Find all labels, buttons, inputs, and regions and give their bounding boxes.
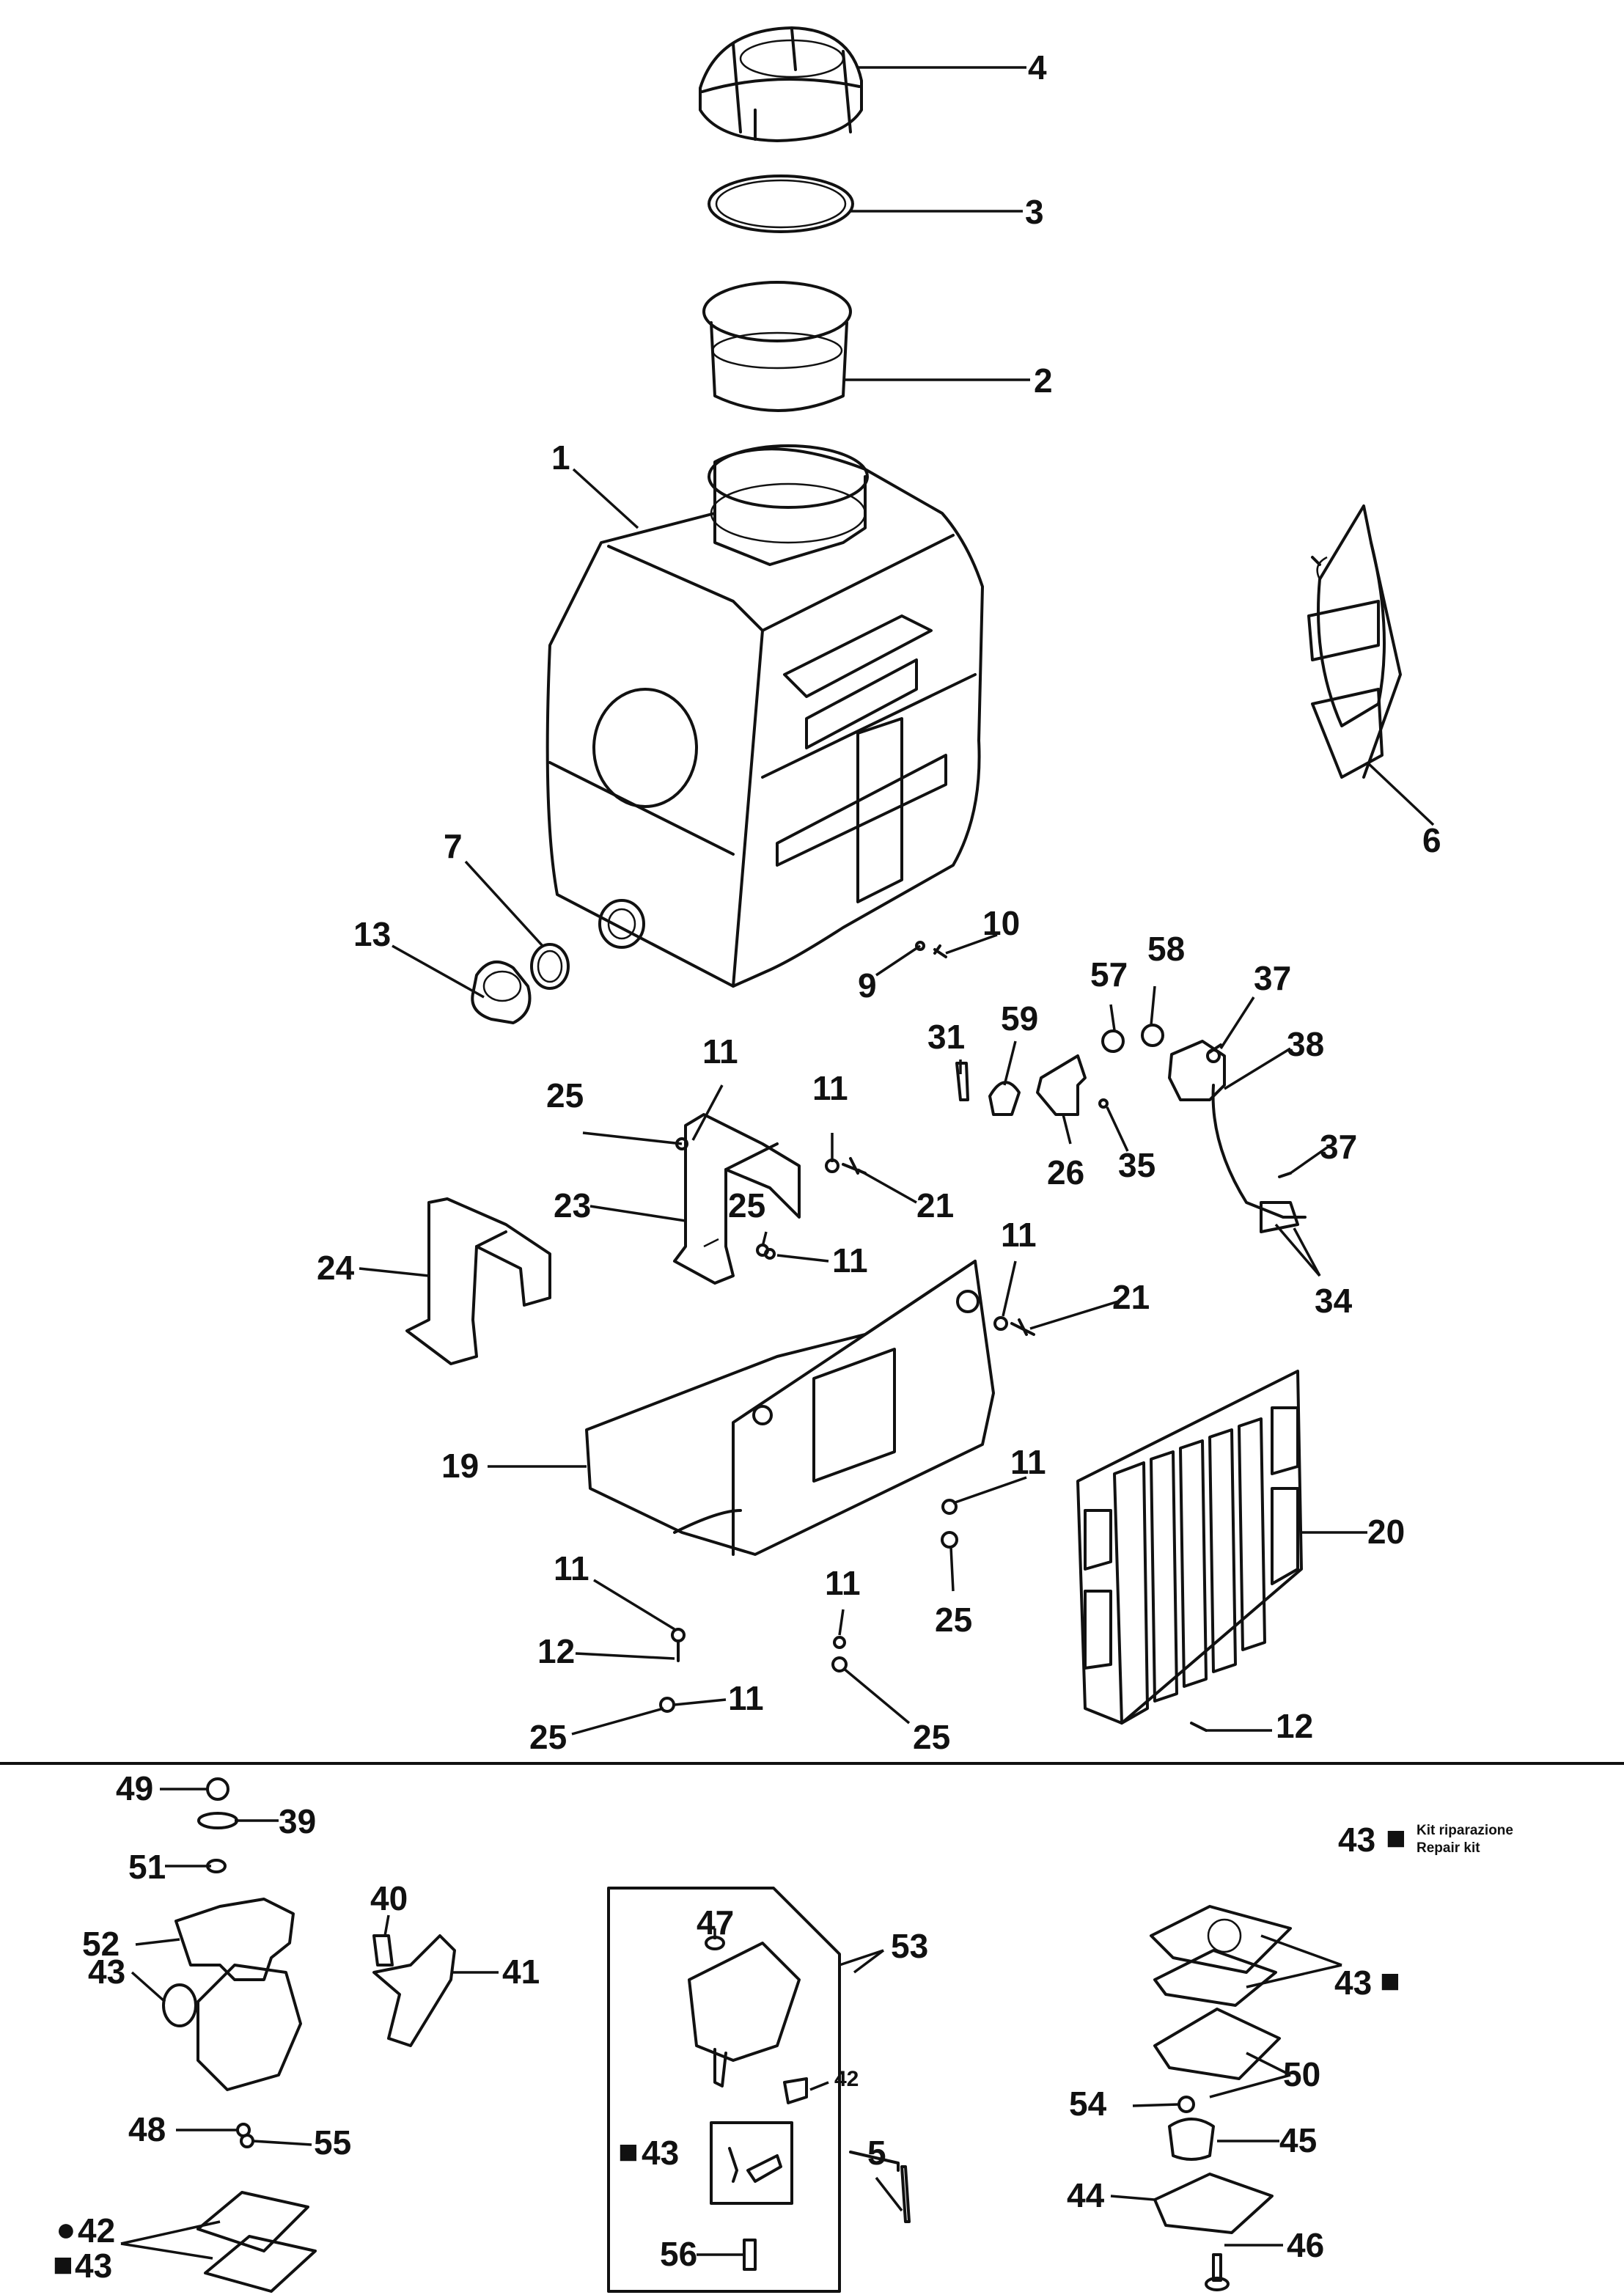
callout-20: 20 (1367, 1513, 1405, 1551)
part-23-bracket (673, 1113, 801, 1285)
callout-35: 35 (1118, 1146, 1155, 1184)
part-53-pump-group (607, 1887, 911, 2293)
callout-6: 6 (1422, 821, 1441, 859)
callout-1: 1 (551, 438, 570, 477)
callout-11b: 11 (812, 1069, 848, 1107)
part-2-filter-basket (702, 281, 852, 412)
square-marker-43c: ■ (618, 2132, 639, 2170)
callout-2: 2 (1034, 361, 1053, 400)
legend-square-marker: ■ (1386, 1818, 1406, 1857)
callout-34: 34 (1315, 1282, 1353, 1320)
callout-25c: 25 (935, 1601, 972, 1639)
callout-11c: 11 (832, 1241, 868, 1279)
legend-line-2: Repair kit (1417, 1840, 1480, 1856)
callout-11a: 11 (702, 1032, 738, 1071)
callout-54: 54 (1069, 2085, 1107, 2123)
callout-46: 46 (1287, 2226, 1324, 2264)
callout-47: 47 (697, 1903, 734, 1942)
callout-26: 26 (1047, 1153, 1084, 1191)
part-4-tank-cap (699, 26, 863, 142)
callout-12a: 12 (537, 1632, 575, 1670)
callout-52: 52 (82, 1925, 120, 1963)
callout-51: 51 (128, 1848, 166, 1886)
callout-56: 56 (660, 2235, 697, 2273)
callout-11e: 11 (1010, 1443, 1046, 1481)
legend-line-1: Kit riparazione (1417, 1823, 1513, 1838)
part-13-drain-knob (471, 961, 532, 1024)
dot-marker: ● (56, 2210, 76, 2248)
callout-43d: 43 (1334, 1964, 1372, 2002)
callout-11d: 11 (1001, 1216, 1037, 1254)
hardware-washers-nuts (659, 1137, 1208, 1732)
part-20-back-plate (1076, 1370, 1303, 1725)
part-7-o-ring (530, 943, 570, 990)
callout-39: 39 (279, 1802, 316, 1840)
callout-5: 5 (867, 2134, 886, 2172)
part-19-base-frame (585, 1260, 995, 1556)
callout-9: 9 (858, 966, 877, 1005)
callout-21b: 21 (1112, 1278, 1150, 1316)
callout-11h: 11 (728, 1679, 764, 1717)
callout-31: 31 (927, 1018, 965, 1056)
part-1-tank (545, 444, 984, 988)
callout-37a: 37 (1254, 959, 1291, 997)
callout-7: 7 (444, 827, 463, 865)
repair-kit-parts (1150, 1905, 1292, 2291)
callout-48: 48 (128, 2110, 166, 2148)
callout-11g: 11 (825, 1564, 861, 1602)
square-marker-43d: ■ (1380, 1961, 1400, 2000)
part-9-10-screws (915, 941, 947, 958)
callout-42a: 42 (78, 2211, 115, 2250)
callout-3: 3 (1025, 193, 1044, 231)
valve-assembly (955, 1024, 1307, 1233)
callout-25b: 25 (728, 1186, 765, 1224)
callout-58: 58 (1147, 930, 1185, 968)
callout-57: 57 (1090, 955, 1128, 994)
callout-11f: 11 (554, 1549, 589, 1587)
callout-23: 23 (554, 1186, 591, 1224)
callout-49: 49 (116, 1769, 153, 1807)
callout-19: 19 (441, 1447, 479, 1485)
callout-21a: 21 (916, 1186, 954, 1224)
callout-25a: 25 (546, 1076, 584, 1115)
callout-40: 40 (370, 1879, 408, 1917)
callout-13: 13 (353, 915, 391, 953)
callout-4: 4 (1028, 48, 1047, 87)
carburetor-parts-left (162, 1777, 456, 2293)
callout-59: 59 (1001, 999, 1038, 1038)
callout-12b: 12 (1276, 1707, 1313, 1745)
callout-44: 44 (1067, 2176, 1105, 2214)
callout-24: 24 (317, 1249, 355, 1287)
part-24-bracket (405, 1197, 551, 1365)
legend-number: 43 (1338, 1821, 1375, 1859)
square-marker-43b: ■ (53, 2245, 73, 2283)
callout-38: 38 (1287, 1025, 1324, 1063)
callout-43c: 43 (642, 2134, 679, 2172)
callout-10: 10 (982, 904, 1020, 942)
callout-50: 50 (1283, 2055, 1320, 2093)
callout-42b: 42 (834, 2067, 859, 2091)
callout-25d: 25 (529, 1718, 567, 1756)
callout-25e: 25 (913, 1718, 950, 1756)
callout-55: 55 (314, 2123, 351, 2162)
callout-53: 53 (891, 1927, 928, 1965)
callout-37b: 37 (1320, 1128, 1357, 1166)
callout-43a: 43 (88, 1953, 125, 1991)
part-6-shoulder-strap (1307, 504, 1402, 779)
callout-41: 41 (502, 1953, 540, 1991)
part-3-seal-ring (708, 175, 854, 233)
callout-45: 45 (1279, 2121, 1317, 2159)
callout-43b: 43 (75, 2247, 112, 2285)
